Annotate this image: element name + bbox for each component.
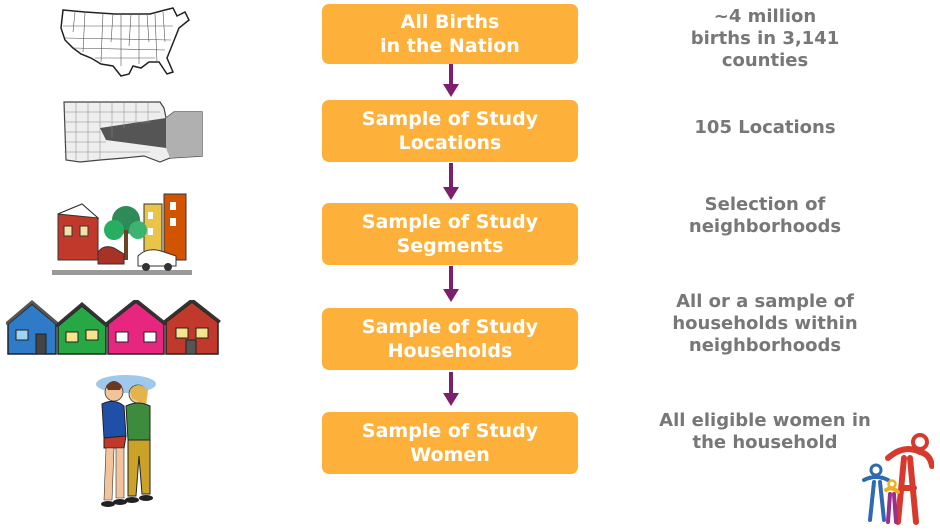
street-scene-icon bbox=[52, 193, 192, 275]
arrow-1 bbox=[443, 84, 459, 97]
family-logo-icon bbox=[862, 433, 934, 525]
desc-births: ~4 million births in 3,141 counties bbox=[620, 6, 910, 72]
desc-line: Selection of bbox=[704, 194, 826, 215]
step-line2: Segments bbox=[396, 235, 504, 257]
us-map-icon bbox=[60, 7, 190, 77]
county-map-icon bbox=[63, 101, 203, 163]
desc-locations: 105 Locations bbox=[620, 117, 910, 139]
desc-line: counties bbox=[721, 50, 809, 71]
step-box-women: Sample of Study Women bbox=[322, 412, 578, 474]
desc-women: All eligible women in the household bbox=[620, 410, 910, 454]
arrow-2 bbox=[443, 187, 459, 200]
step-line1: All Births bbox=[400, 11, 500, 33]
step-box-locations: Sample of Study Locations bbox=[322, 100, 578, 162]
desc-line: the household bbox=[692, 432, 838, 453]
women-icon bbox=[96, 375, 156, 507]
desc-line: All or a sample of bbox=[676, 291, 854, 312]
step-line2: Women bbox=[410, 444, 490, 466]
desc-line: 105 Locations bbox=[694, 117, 836, 138]
desc-line: births in 3,141 bbox=[690, 28, 840, 49]
step-line1: Sample of Study bbox=[361, 316, 539, 338]
desc-households: All or a sample of households within nei… bbox=[620, 291, 910, 357]
desc-segments: Selection of neighborhoods bbox=[620, 194, 910, 238]
step-box-households: Sample of Study Households bbox=[322, 308, 578, 370]
step-box-births: All Births in the Nation bbox=[322, 4, 578, 64]
step-line1: Sample of Study bbox=[361, 211, 539, 233]
step-line2: in the Nation bbox=[380, 35, 520, 57]
step-box-segments: Sample of Study Segments bbox=[322, 203, 578, 265]
houses-icon bbox=[6, 300, 221, 355]
desc-line: households within bbox=[672, 313, 858, 334]
step-line2: Locations bbox=[398, 132, 502, 154]
desc-line: neighborhoods bbox=[688, 216, 842, 237]
arrow-3 bbox=[443, 289, 459, 302]
step-line1: Sample of Study bbox=[361, 108, 539, 130]
desc-line: ~4 million bbox=[713, 6, 817, 27]
arrow-4 bbox=[443, 393, 459, 406]
step-line1: Sample of Study bbox=[361, 420, 539, 442]
desc-line: neighborhoods bbox=[688, 335, 842, 356]
step-line2: Households bbox=[387, 340, 513, 362]
desc-line: All eligible women in bbox=[659, 410, 871, 431]
